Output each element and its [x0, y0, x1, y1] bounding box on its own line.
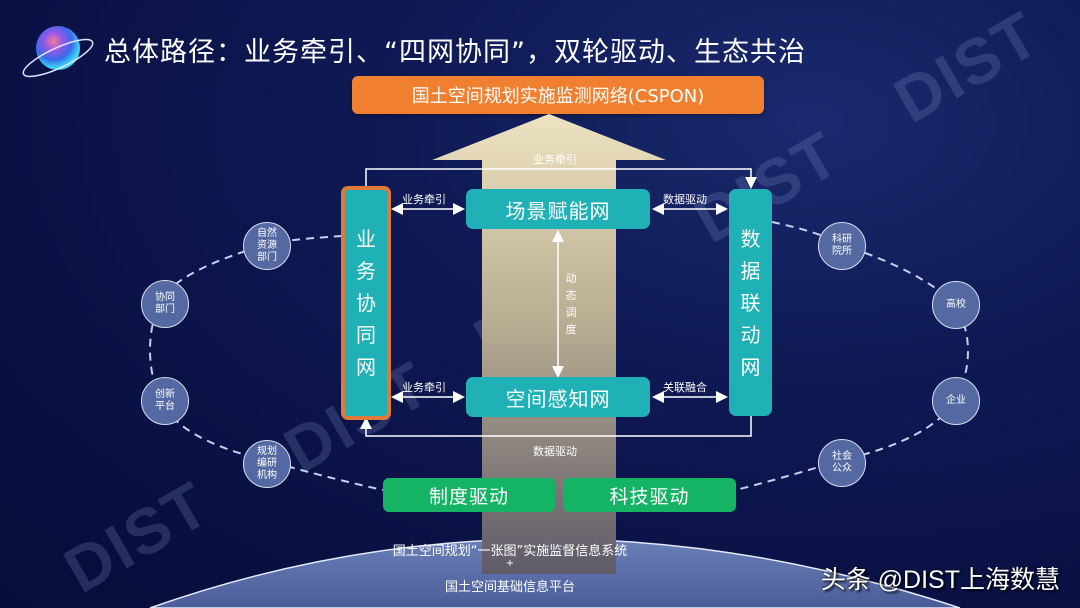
spatial-perception-network[interactable]: 空间感知网	[466, 377, 650, 417]
institution-driver[interactable]: 制度驱动	[383, 478, 555, 512]
node-universities: 高校	[932, 281, 980, 329]
page-title: 总体路径：业务牵引、“四网协同”，双轮驱动、生态共治	[104, 37, 806, 68]
node-public: 社会公众	[818, 439, 866, 487]
foundation-plus: +	[505, 558, 515, 569]
bottom-left-connector-label: 业务牵引	[402, 381, 446, 394]
business-collaboration-network[interactable]: 业 务 协 同 网	[341, 186, 391, 420]
big-up-arrow	[432, 114, 666, 574]
center-arrow-label: 业务牵引	[533, 153, 577, 166]
top-right-connector-label: 数据驱动	[663, 193, 707, 206]
scene-empowerment-network[interactable]: 场景赋能网	[466, 189, 650, 229]
technology-driver[interactable]: 科技驱动	[563, 478, 736, 512]
foundation-line2: 国土空间基础信息平台	[444, 580, 575, 595]
bottom-right-connector-label: 关联融合	[663, 381, 707, 394]
node-planning-research-institute: 规划编研机构	[243, 440, 291, 488]
footer-credit: 头条 @DIST上海数慧	[820, 566, 1060, 594]
node-natural-resources-dept: 自然资源部门	[243, 222, 291, 270]
cspon-banner: 国土空间规划实施监测网络(CSPON)	[352, 76, 764, 114]
bottom-loop-label: 数据驱动	[533, 445, 577, 458]
top-left-connector-label: 业务牵引	[402, 193, 446, 206]
node-innovation-platform: 创新平台	[141, 377, 189, 425]
node-collaborating-dept: 协同部门	[141, 280, 189, 328]
node-enterprises: 企业	[932, 377, 980, 425]
foundation-line1: 国土空间规划“一张图”实施监督信息系统	[392, 544, 628, 559]
cspon-label: 国土空间规划实施监测网络(CSPON)	[411, 86, 705, 107]
dynamic-dispatch-label: 动 态 调 度	[565, 272, 577, 336]
data-linkage-network[interactable]: 数 据 联 动 网	[729, 189, 772, 416]
planet-logo-icon	[22, 26, 94, 78]
node-research-institutes: 科研院所	[818, 222, 866, 270]
